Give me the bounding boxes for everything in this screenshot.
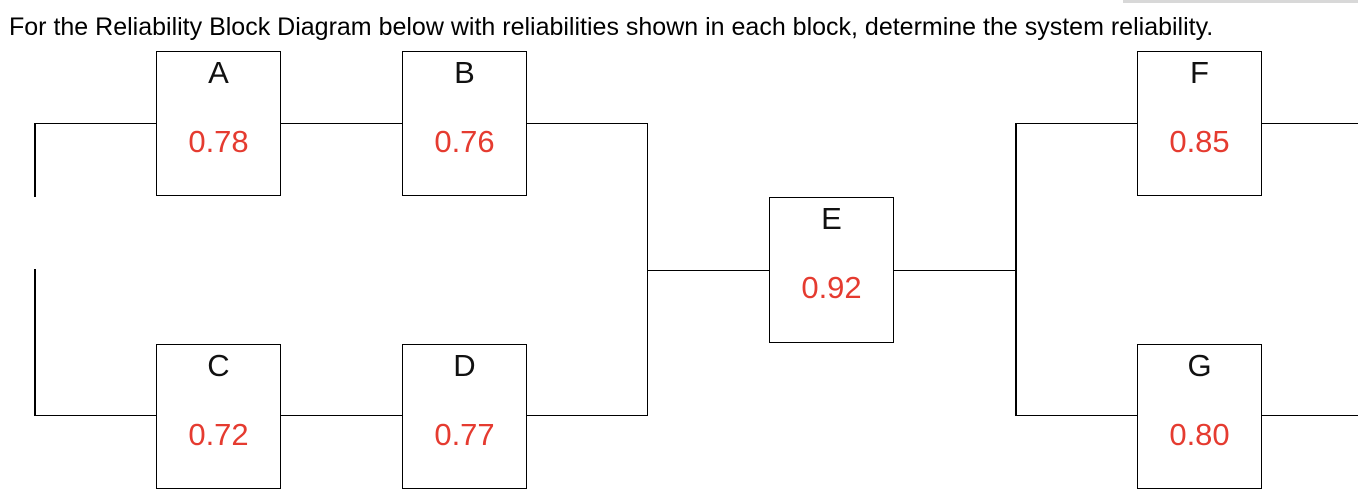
block-a: A 0.78: [156, 51, 281, 196]
block-d-reliability: 0.77: [434, 417, 495, 452]
block-g: G 0.80: [1137, 344, 1262, 489]
line-b-to-junction: [526, 122, 648, 124]
block-e-reliability: 0.92: [801, 270, 862, 305]
block-f-reliability: 0.85: [1169, 124, 1230, 159]
block-b: B 0.76: [402, 51, 527, 196]
block-c-label: C: [207, 348, 230, 383]
block-a-label: A: [208, 55, 229, 90]
line-f-to-output: [1260, 122, 1358, 124]
block-g-label: G: [1187, 348, 1212, 383]
line-leftrail-to-a: [34, 122, 157, 124]
question-text: For the Reliability Block Diagram below …: [9, 13, 1214, 41]
block-g-reliability: 0.80: [1169, 417, 1230, 452]
block-c: C 0.72: [156, 344, 281, 489]
block-b-label: B: [454, 55, 475, 90]
line-e-to-rightrail: [893, 269, 1016, 271]
block-c-reliability: 0.72: [188, 417, 249, 452]
block-e-label: E: [821, 201, 842, 236]
block-b-reliability: 0.76: [434, 124, 495, 159]
line-rightrail-to-f: [1015, 122, 1138, 124]
line-g-to-output: [1260, 414, 1358, 416]
block-f-label: F: [1190, 55, 1209, 90]
rail-left-upper-segment: [34, 122, 36, 197]
block-e: E 0.92: [769, 197, 894, 343]
line-d-to-junction: [526, 414, 648, 416]
rail-mid-junction: [646, 122, 648, 416]
line-junction-to-e: [646, 269, 770, 271]
rail-right-junction: [1015, 122, 1017, 416]
line-leftrail-to-c: [34, 414, 157, 416]
line-c-to-d: [280, 414, 403, 416]
rail-left-lower-segment: [34, 269, 36, 416]
line-rightrail-to-g: [1015, 414, 1138, 416]
line-a-to-b: [280, 122, 403, 124]
block-d-label: D: [453, 348, 476, 383]
block-d: D 0.77: [402, 344, 527, 489]
top-border-artifact: [1123, 0, 1358, 3]
block-a-reliability: 0.78: [188, 124, 249, 159]
block-f: F 0.85: [1137, 51, 1262, 196]
